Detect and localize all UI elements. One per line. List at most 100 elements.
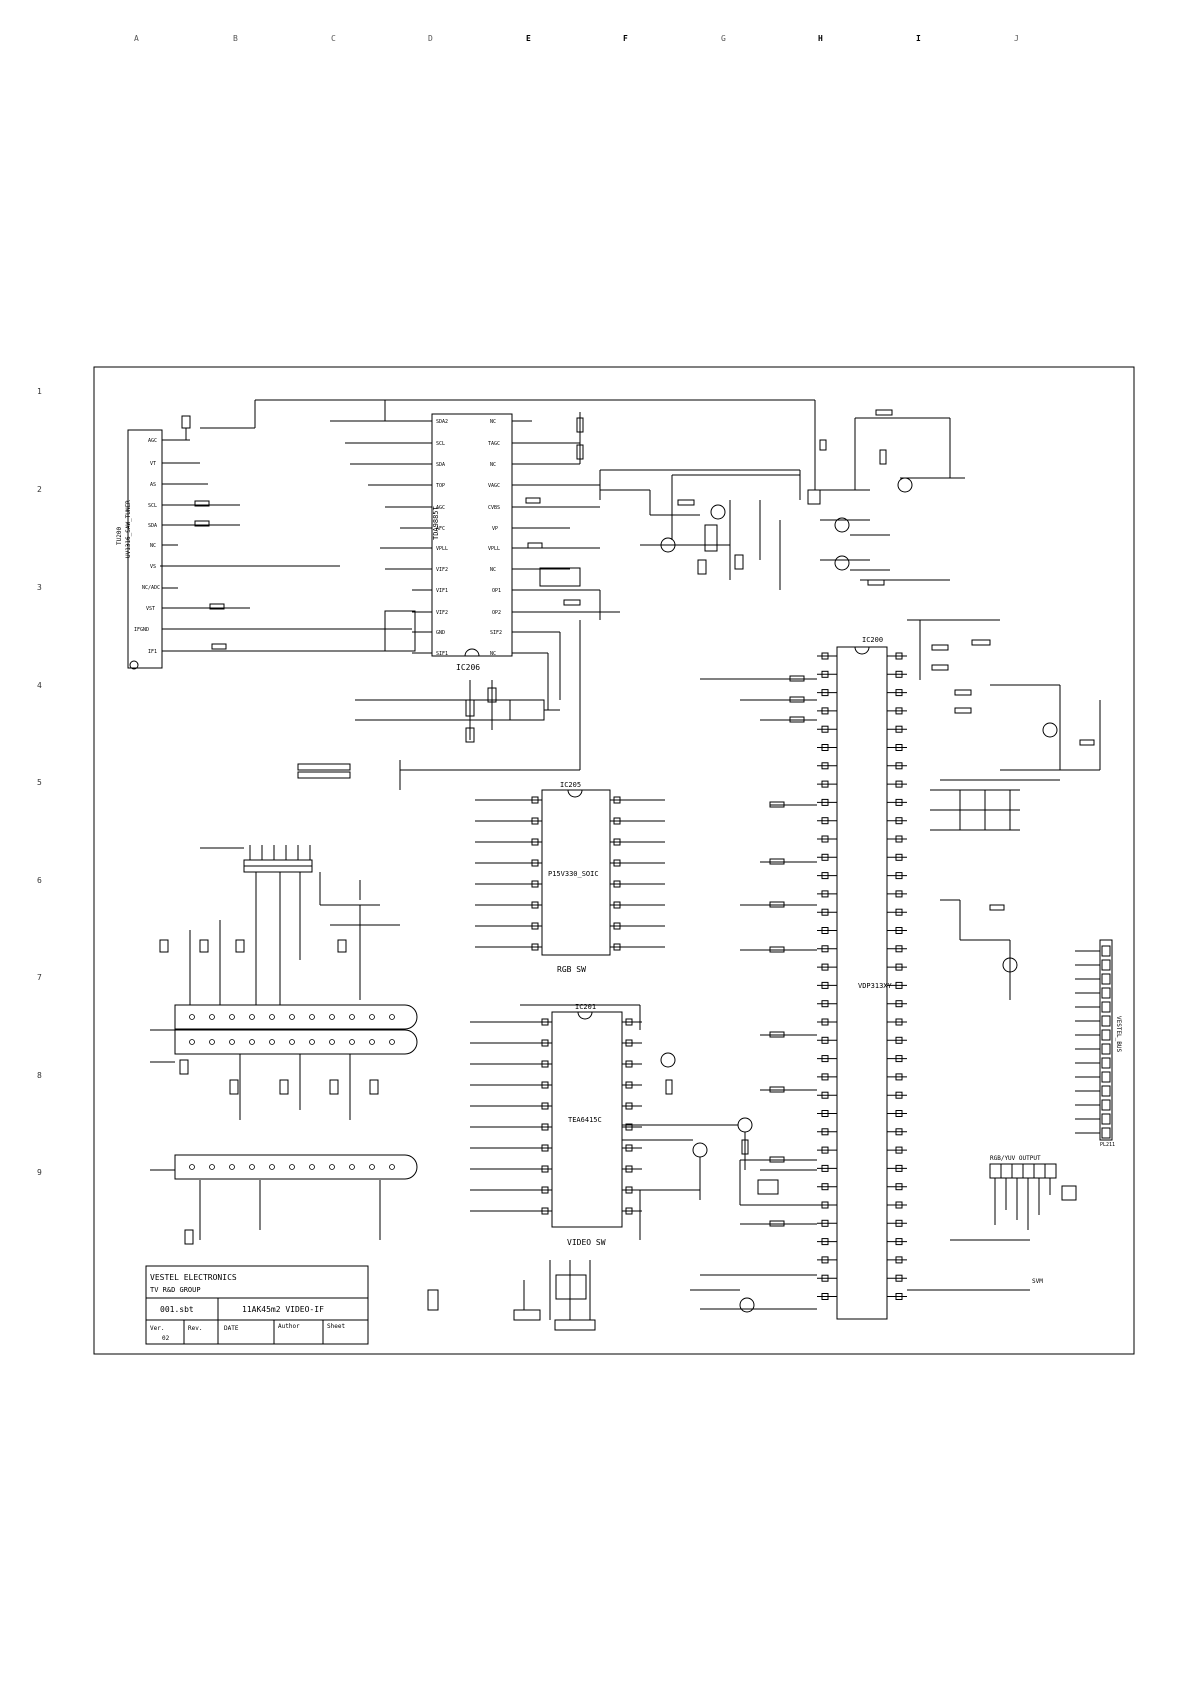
- svg-text:IFGND: IFGND: [134, 627, 149, 633]
- scart-connector-2: [174, 1154, 418, 1180]
- svg-text:AS: AS: [150, 482, 156, 488]
- grid-col-e: E: [526, 34, 531, 43]
- tuner-label: UV1316_SAW_TUNER: [125, 500, 132, 558]
- ic200-right-network: [907, 619, 1101, 1000]
- ic201-ref: IC201: [575, 1003, 596, 1011]
- title-author-label: Author: [278, 1323, 300, 1330]
- ic201-pins: [470, 1018, 642, 1215]
- ic200-left-network: [690, 675, 817, 1313]
- title-group: TV R&D GROUP: [150, 1286, 201, 1294]
- svg-text:SIF1: SIF1: [436, 651, 448, 657]
- svg-text:VIF2: VIF2: [436, 610, 448, 616]
- ic201-caption: VIDEO SW: [567, 1238, 606, 1247]
- ic206-part: TDA9885T: [432, 505, 440, 540]
- svg-text:VP: VP: [492, 526, 498, 532]
- svg-text:AGC: AGC: [148, 438, 157, 444]
- grid-col-d: D: [428, 34, 433, 43]
- connector-pl211: [1075, 939, 1113, 1141]
- ic200-body: [836, 646, 888, 1320]
- svg-text:NC: NC: [150, 543, 156, 549]
- svg-text:VIF2: VIF2: [436, 567, 448, 573]
- ic205-part: P15V330_SOIC: [548, 870, 599, 878]
- svg-text:SDA: SDA: [436, 462, 445, 468]
- ic205-pins: [475, 796, 665, 951]
- title-text: 11AK45m2 VIDEO-IF: [242, 1305, 324, 1314]
- grid-col-h: H: [818, 34, 823, 43]
- ic200-pins: [817, 652, 907, 1300]
- title-block: [145, 1265, 369, 1345]
- svg-text:TAGC: TAGC: [488, 441, 500, 447]
- svg-text:SIF2: SIF2: [490, 630, 502, 636]
- title-ver-label: Ver.: [150, 1325, 164, 1332]
- svg-text:AGC: AGC: [436, 505, 445, 511]
- svm-label: SVM: [1032, 1278, 1043, 1285]
- svg-text:VIF1: VIF1: [436, 588, 448, 594]
- tuner-pin-labels: AGC VT AS SCL SDA NC VS NC/ADC VST IFGND…: [134, 438, 160, 655]
- svg-text:NC: NC: [490, 419, 496, 425]
- svg-text:NC: NC: [490, 651, 496, 657]
- svg-text:OP2: OP2: [492, 610, 501, 616]
- svg-text:CVBS: CVBS: [488, 505, 500, 511]
- svg-text:SCL: SCL: [148, 503, 157, 509]
- grid-col-i: I: [916, 34, 921, 43]
- svg-text:GND: GND: [436, 630, 445, 636]
- title-sheet-label: Sheet: [327, 1323, 345, 1330]
- ic205-caption: RGB SW: [557, 965, 586, 974]
- title-date-label: DATE: [224, 1325, 239, 1332]
- ic201-part: TEA6415C: [568, 1116, 602, 1124]
- grid-row-6: 6: [37, 876, 42, 885]
- pl211-ref: PL211: [1100, 1142, 1115, 1148]
- svg-text:VPLL: VPLL: [436, 546, 448, 552]
- grid-row-7: 7: [37, 973, 42, 982]
- if-section: [297, 620, 581, 790]
- scart-network: [150, 845, 400, 1245]
- svg-text:IF1: IF1: [148, 649, 157, 655]
- connector-rgb-output: [907, 1163, 1077, 1291]
- grid-row-8: 8: [37, 1071, 42, 1080]
- grid-col-a: A: [134, 34, 139, 43]
- svg-text:SCL: SCL: [436, 441, 445, 447]
- title-ver-value: 02: [162, 1335, 170, 1342]
- grid-row-5: 5: [37, 778, 42, 787]
- ic200-part: VDP313XY: [858, 982, 893, 990]
- svg-text:VS: VS: [150, 564, 156, 570]
- svg-text:OP1: OP1: [492, 588, 501, 594]
- tuner-tu200: [127, 399, 815, 670]
- rgb-output-label: RGB/YUV OUTPUT: [990, 1155, 1041, 1162]
- grid-col-b: B: [233, 34, 238, 43]
- svg-text:VT: VT: [150, 461, 156, 467]
- svg-text:NC: NC: [490, 462, 496, 468]
- bottom-connectors: [427, 1260, 596, 1331]
- grid-col-g: G: [721, 34, 726, 43]
- svg-text:VPLL: VPLL: [488, 546, 500, 552]
- video-amp-area: [600, 400, 965, 590]
- grid-row-3: 3: [37, 583, 42, 592]
- ic201-network: [520, 1004, 817, 1240]
- svg-text:VAGC: VAGC: [488, 483, 500, 489]
- scart-connector-1: [174, 1004, 418, 1055]
- title-file: 001.sbt: [160, 1305, 194, 1314]
- ic201-body: [551, 1011, 623, 1228]
- tuner-ref: TU200: [116, 527, 123, 545]
- svg-text:NC: NC: [490, 567, 496, 573]
- ic206-ref: IC206: [456, 663, 480, 672]
- sheet-border: [93, 366, 1135, 1355]
- ic206-body: [330, 400, 800, 710]
- ic200-ref: IC200: [862, 636, 883, 644]
- scart-pins: [189, 1014, 395, 1170]
- ic205-ref: IC205: [560, 781, 581, 789]
- pl211-label: VESTEL_BUS: [1115, 1016, 1122, 1053]
- grid-col-c: C: [331, 34, 336, 43]
- svg-text:NC/ADC: NC/ADC: [142, 585, 160, 591]
- svg-text:SDA2: SDA2: [436, 419, 448, 425]
- grid-row-2: 2: [37, 485, 42, 494]
- title-company: VESTEL ELECTRONICS: [150, 1273, 237, 1282]
- grid-col-j: J: [1014, 34, 1019, 43]
- ic205-body: [541, 789, 611, 956]
- svg-text:VST: VST: [146, 606, 155, 612]
- svg-text:TOP: TOP: [436, 483, 445, 489]
- svg-text:SDA: SDA: [148, 523, 157, 529]
- grid-col-f: F: [623, 34, 628, 43]
